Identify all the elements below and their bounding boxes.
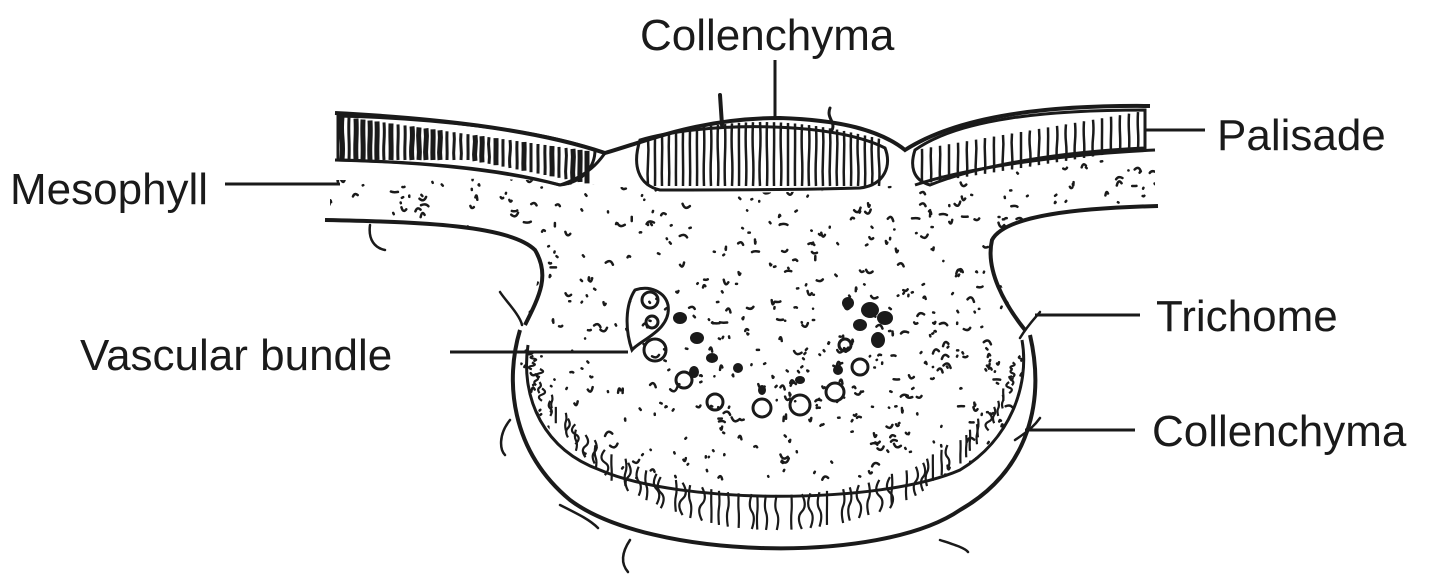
label-trichome: Trichome	[1156, 295, 1338, 339]
palisade-hatching-left	[341, 117, 587, 184]
label-mesophyll: Mesophyll	[10, 168, 208, 212]
phloem-cells	[673, 297, 893, 395]
ground-tissue	[325, 106, 1158, 548]
label-palisade: Palisade	[1217, 114, 1386, 158]
label-vascular-bundle: Vascular bundle	[80, 334, 392, 378]
label-collenchyma-bottom: Collenchyma	[1152, 410, 1406, 454]
palisade-hatching-center	[647, 122, 879, 186]
label-collenchyma-top: Collenchyma	[640, 14, 894, 58]
mesophyll-stipple	[325, 159, 1161, 481]
collenchyma-band	[529, 356, 1022, 530]
